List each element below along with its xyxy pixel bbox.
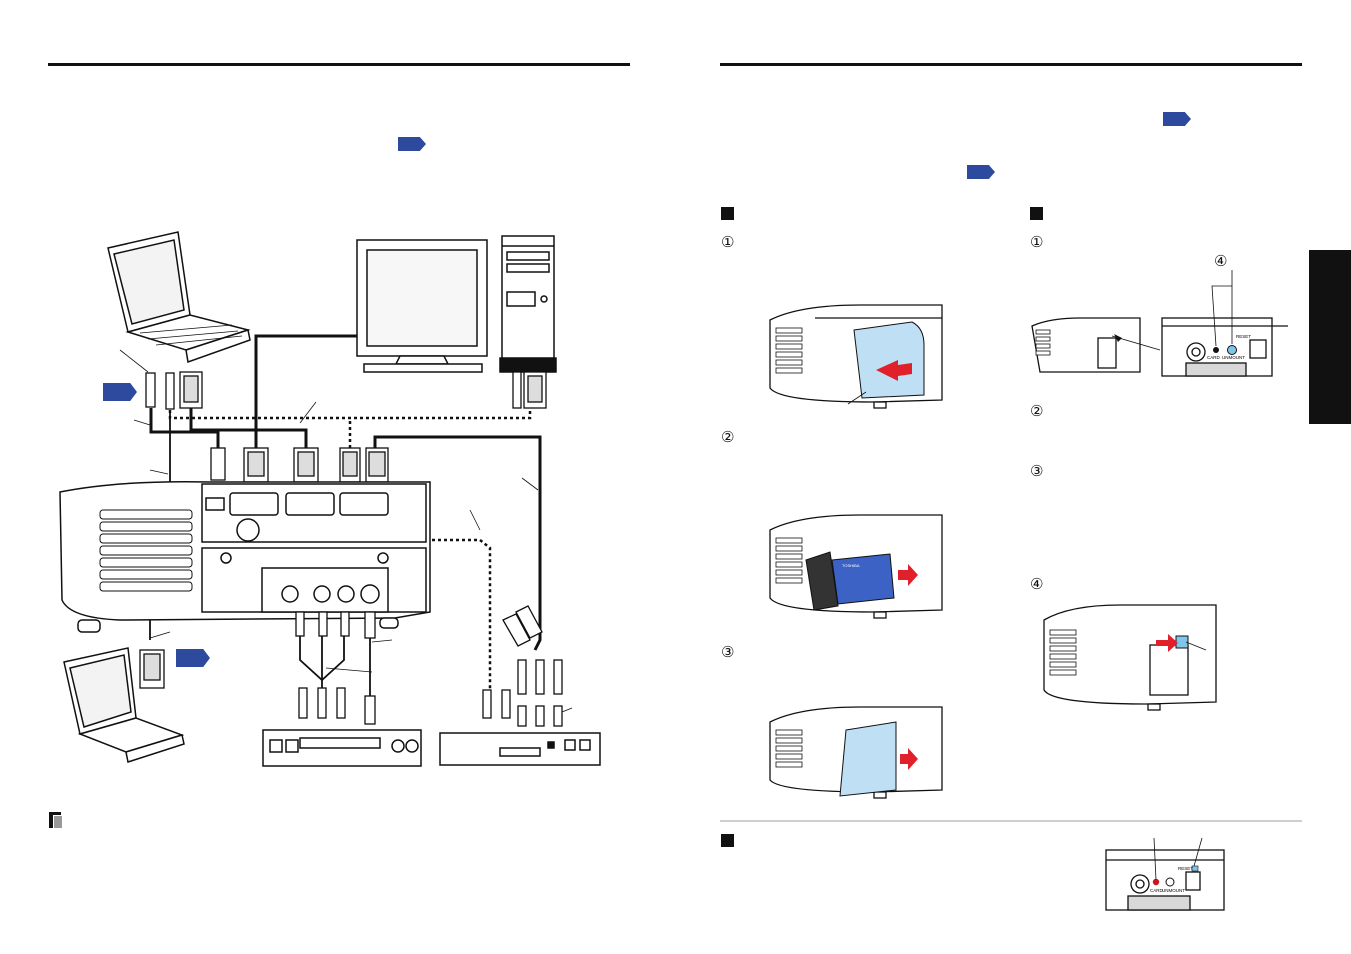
page-reference-arrow-icon	[103, 383, 137, 401]
panel-unmount-label: UNMOUNT	[1222, 355, 1245, 360]
laptop-icon	[63, 647, 185, 763]
panel-reset-label: RESET	[1236, 334, 1251, 339]
step-number: ②	[721, 428, 735, 446]
right-page-section-divider	[720, 820, 1302, 822]
note-icon	[49, 812, 62, 828]
section-marker-icon	[1030, 207, 1043, 220]
panel-reset-label: RESET	[1178, 866, 1193, 871]
panel-card-label: CARD	[1150, 888, 1164, 893]
pc-card-brand: TOSHIBA	[842, 563, 860, 568]
monitor-icon	[356, 239, 488, 373]
right-page-top-rule	[720, 63, 1302, 66]
page-reference-arrow-icon	[176, 649, 210, 667]
step-number: ④	[1030, 575, 1044, 593]
page-reference-arrow-icon	[967, 165, 995, 179]
step-number: ③	[721, 643, 735, 661]
step-number: ②	[1030, 402, 1044, 420]
dvd-player-icon	[439, 732, 601, 766]
laptop-icon	[107, 231, 251, 364]
step-number: ①	[721, 233, 735, 251]
step-number: ①	[1030, 233, 1044, 251]
connection-diagram	[59, 231, 601, 767]
page-reference-arrow-icon	[398, 137, 426, 151]
vcr-icon	[262, 729, 422, 767]
section-marker-icon	[721, 834, 734, 847]
page-reference-arrow-icon	[1163, 112, 1191, 126]
chapter-side-tab	[1309, 250, 1351, 424]
left-page-top-rule	[48, 63, 630, 66]
step-number: ③	[1030, 462, 1044, 480]
panel-card-label: CARD	[1207, 355, 1221, 360]
projector-icon	[59, 480, 431, 633]
panel-unmount-label: UNMOUNT	[1162, 888, 1185, 893]
section-marker-icon	[721, 207, 734, 220]
step-number: ④	[1214, 252, 1228, 270]
